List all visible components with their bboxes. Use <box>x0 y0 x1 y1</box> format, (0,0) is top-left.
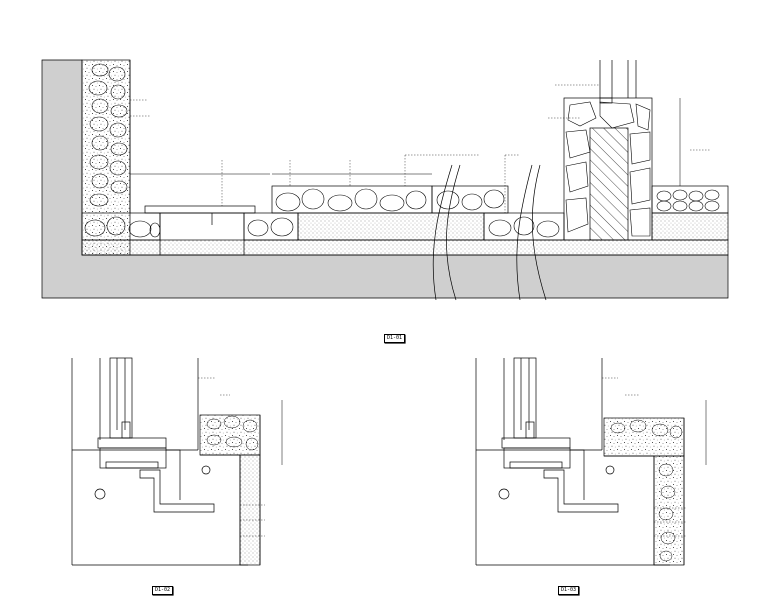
pier-core <box>589 127 629 241</box>
pebble-cap-right <box>603 417 685 457</box>
leader-lines <box>130 84 710 213</box>
paving-cobbles <box>275 188 427 212</box>
screed-layer <box>297 212 485 241</box>
dimension-lines <box>130 98 681 186</box>
tag-detail-left: D1-02 <box>152 586 174 595</box>
detail-right <box>475 357 707 566</box>
pebble-cap-left <box>199 414 261 456</box>
pebble-wall-cobbles <box>88 63 128 207</box>
main-section <box>41 59 729 301</box>
water-line-4 <box>531 164 547 301</box>
water-line-1 <box>432 164 453 301</box>
drain-grate <box>144 205 256 214</box>
tag-main-section: D1-01 <box>384 334 406 343</box>
tag-detail-right: D1-03 <box>558 586 580 595</box>
concrete-base <box>81 239 729 256</box>
water-line-2 <box>446 164 461 301</box>
lower-cobbles-left <box>84 216 161 238</box>
water-line-3 <box>516 164 533 301</box>
detail-left <box>71 357 283 566</box>
